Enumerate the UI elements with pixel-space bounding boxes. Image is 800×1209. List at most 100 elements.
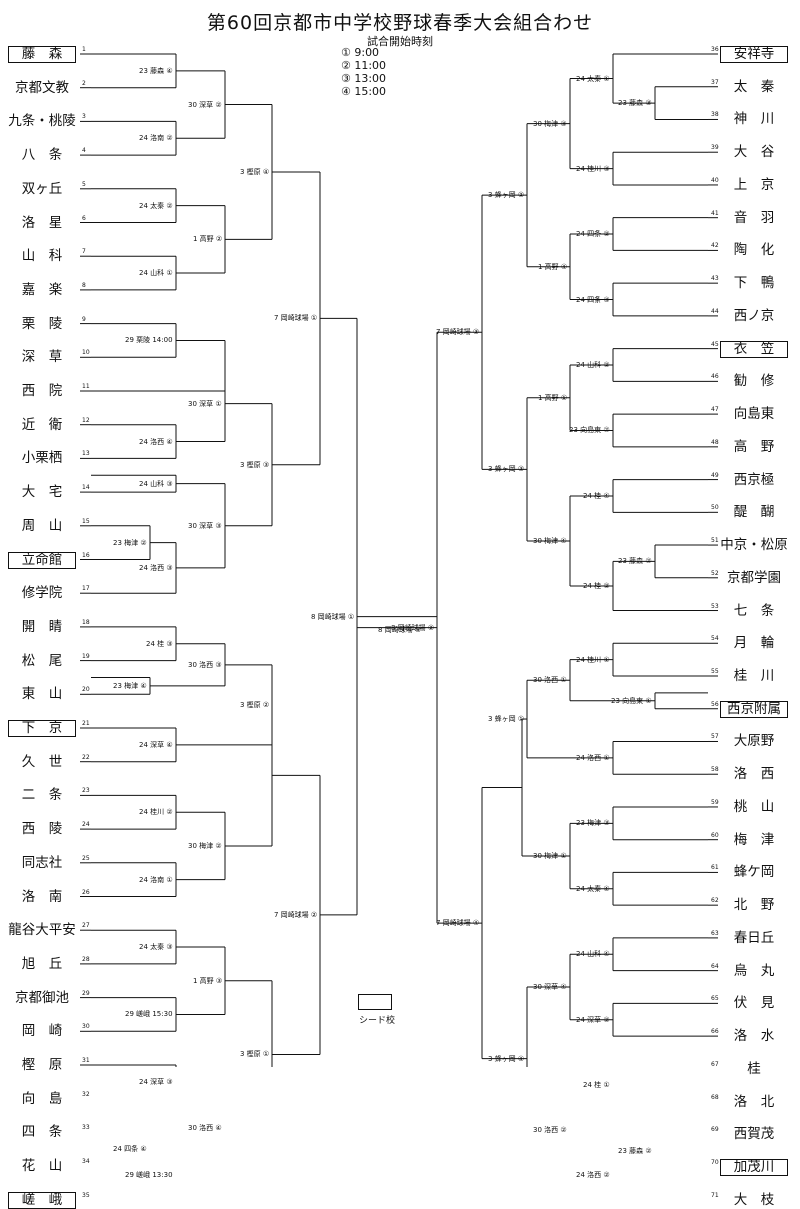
right-game-label: 24 桂川 ① [576,655,610,664]
left-game-label: 24 四条 ④ [113,1145,147,1154]
left-team-number: 31 [82,1057,90,1064]
left-game-label: 24 桂 ③ [146,639,173,648]
right-team-64: 烏 丸 [733,962,775,979]
left-game-label: 30 深草 ① [188,399,222,408]
left-game-label: 24 深草 ④ [139,740,173,749]
right-game-label: 1 高野 ① [538,393,568,402]
right-team-number: 65 [711,995,719,1003]
right-game-label: 24 桂 ② [583,581,610,590]
left-team-13: 小栗栖 [21,450,63,467]
left-game-label: 24 桂川 ② [139,808,173,817]
right-game-label: 3 蜂ヶ岡 ④ [488,1054,525,1063]
right-game-label: 23 藤森 ② [618,557,652,566]
left-seed-team-35: 嵯 峨 [8,1191,76,1209]
left-game-label: 24 山科 ① [139,269,173,278]
left-team-26: 洛 南 [21,888,63,905]
left-game-label: 24 深草 ③ [139,1077,173,1086]
left-team-number: 1 [82,46,86,53]
right-game-label: 24 太秦 ④ [576,884,610,893]
left-team-22: 久 世 [21,753,63,770]
left-team-17: 修学院 [21,585,63,602]
left-game-label: 29 嵯峨 15:30 [125,1010,173,1019]
right-team-number: 54 [711,635,719,643]
page-title: 第60回京都市中学校野球春季大会組合わせ [206,12,594,34]
right-team-number: 56 [711,700,719,708]
right-team-number: 58 [711,766,719,774]
right-game-label: 23 藤森 ② [618,1146,652,1155]
left-team-18: 開 睛 [21,618,63,635]
left-team-30: 岡 崎 [21,1023,63,1040]
right-team-number: 52 [711,569,719,577]
left-team-24: 西 陵 [21,821,63,838]
right-game-label: 24 山科 ② [576,361,610,369]
left-team-8: 嘉 楽 [21,281,63,298]
right-team-number: 60 [711,831,719,839]
left-team-2: 京都文教 [15,79,69,96]
left-team-number: 23 [82,787,90,795]
right-team-number: 55 [711,668,719,675]
right-game-label: 24 四条 ② [576,230,610,239]
right-team-46: 勧 修 [733,373,775,390]
right-team-38: 神 川 [733,111,775,128]
right-team-52: 京都学園 [727,569,781,586]
left-game-label: 1 高野 ② [193,235,223,244]
left-team-number: 27 [82,922,90,930]
right-team-number: 51 [711,537,719,545]
right-team-59: 桃 山 [733,798,775,815]
left-team-number: 30 [82,1023,90,1031]
right-team-65: 伏 見 [733,995,775,1012]
left-game-label: 23 梅津 ④ [113,681,147,690]
left-team-number: 12 [82,416,90,424]
left-game-label: 29 嵯峨 13:30 [125,1170,173,1179]
right-team-number: 63 [711,929,719,937]
right-game-label: 23 梅津 ③ [576,819,610,828]
left-game-label: 24 山科 ③ [139,479,173,488]
right-team-55: 桂 川 [733,668,775,684]
left-game-label: 3 樫原 ③ [240,460,270,469]
right-seed-team-36: 安祥寺 [720,46,788,63]
left-team-number: 32 [82,1090,90,1098]
right-team-number: 45 [711,340,719,348]
right-team-number: 53 [711,602,719,610]
right-game-label: 24 深草 ② [576,1015,610,1024]
right-game-label: 23 藤森 ③ [618,99,652,108]
right-seed-team-45: 衣 笠 [720,340,788,358]
left-game-label: 23 藤森 ④ [139,66,173,75]
right-team-50: 醍 醐 [733,504,775,521]
left-team-number: 26 [82,888,90,896]
right-team-number: 71 [711,1191,719,1199]
right-team-number: 44 [711,307,719,315]
left-team-32: 向 島 [21,1090,63,1107]
left-team-7: 山 科 [21,248,63,265]
left-game-label: 30 梅津 ② [188,841,222,850]
right-game-label: 30 洛西 ① [533,676,567,685]
left-game-label: 24 洛西 ④ [139,437,173,446]
left-game-label: 30 深草 ② [188,100,222,109]
left-game-label: 3 樫原 ④ [240,167,270,176]
left-game-label: 24 洛南 ② [139,134,173,143]
right-game-label: 7 岡崎球場 ③ [436,328,480,337]
right-team-53: 七 条 [733,602,775,619]
right-team-number: 47 [711,406,719,414]
left-game-label: 24 太秦 ② [139,201,173,210]
right-team-37: 太 秦 [733,78,775,95]
left-team-5: 双ヶ丘 [21,180,63,197]
right-team-51: 中京・松原 [720,537,788,554]
right-seed-team-56: 西京附属 [720,700,788,718]
right-game-label: 30 深草 ④ [533,983,567,991]
right-game-label: 1 高野 ④ [538,262,568,271]
start-time-3: ③ 13:00 [341,72,387,85]
final-game-label: 8 岡崎球場 ③ [378,626,422,635]
right-team-44: 西ノ京 [733,307,775,324]
left-team-number: 2 [82,79,86,87]
start-time-2: ② 11:00 [341,59,387,72]
right-team-number: 66 [711,1028,719,1036]
left-team-number: 33 [82,1124,90,1132]
left-game-label: 7 岡崎球場 ① [274,314,318,323]
left-team-11: 西 院 [21,383,63,399]
left-team-20: 東 山 [21,686,63,703]
right-team-number: 62 [711,897,719,905]
left-team-number: 14 [82,484,90,492]
right-game-label: 24 桂川 ③ [576,164,610,173]
right-team-number: 39 [711,144,719,152]
